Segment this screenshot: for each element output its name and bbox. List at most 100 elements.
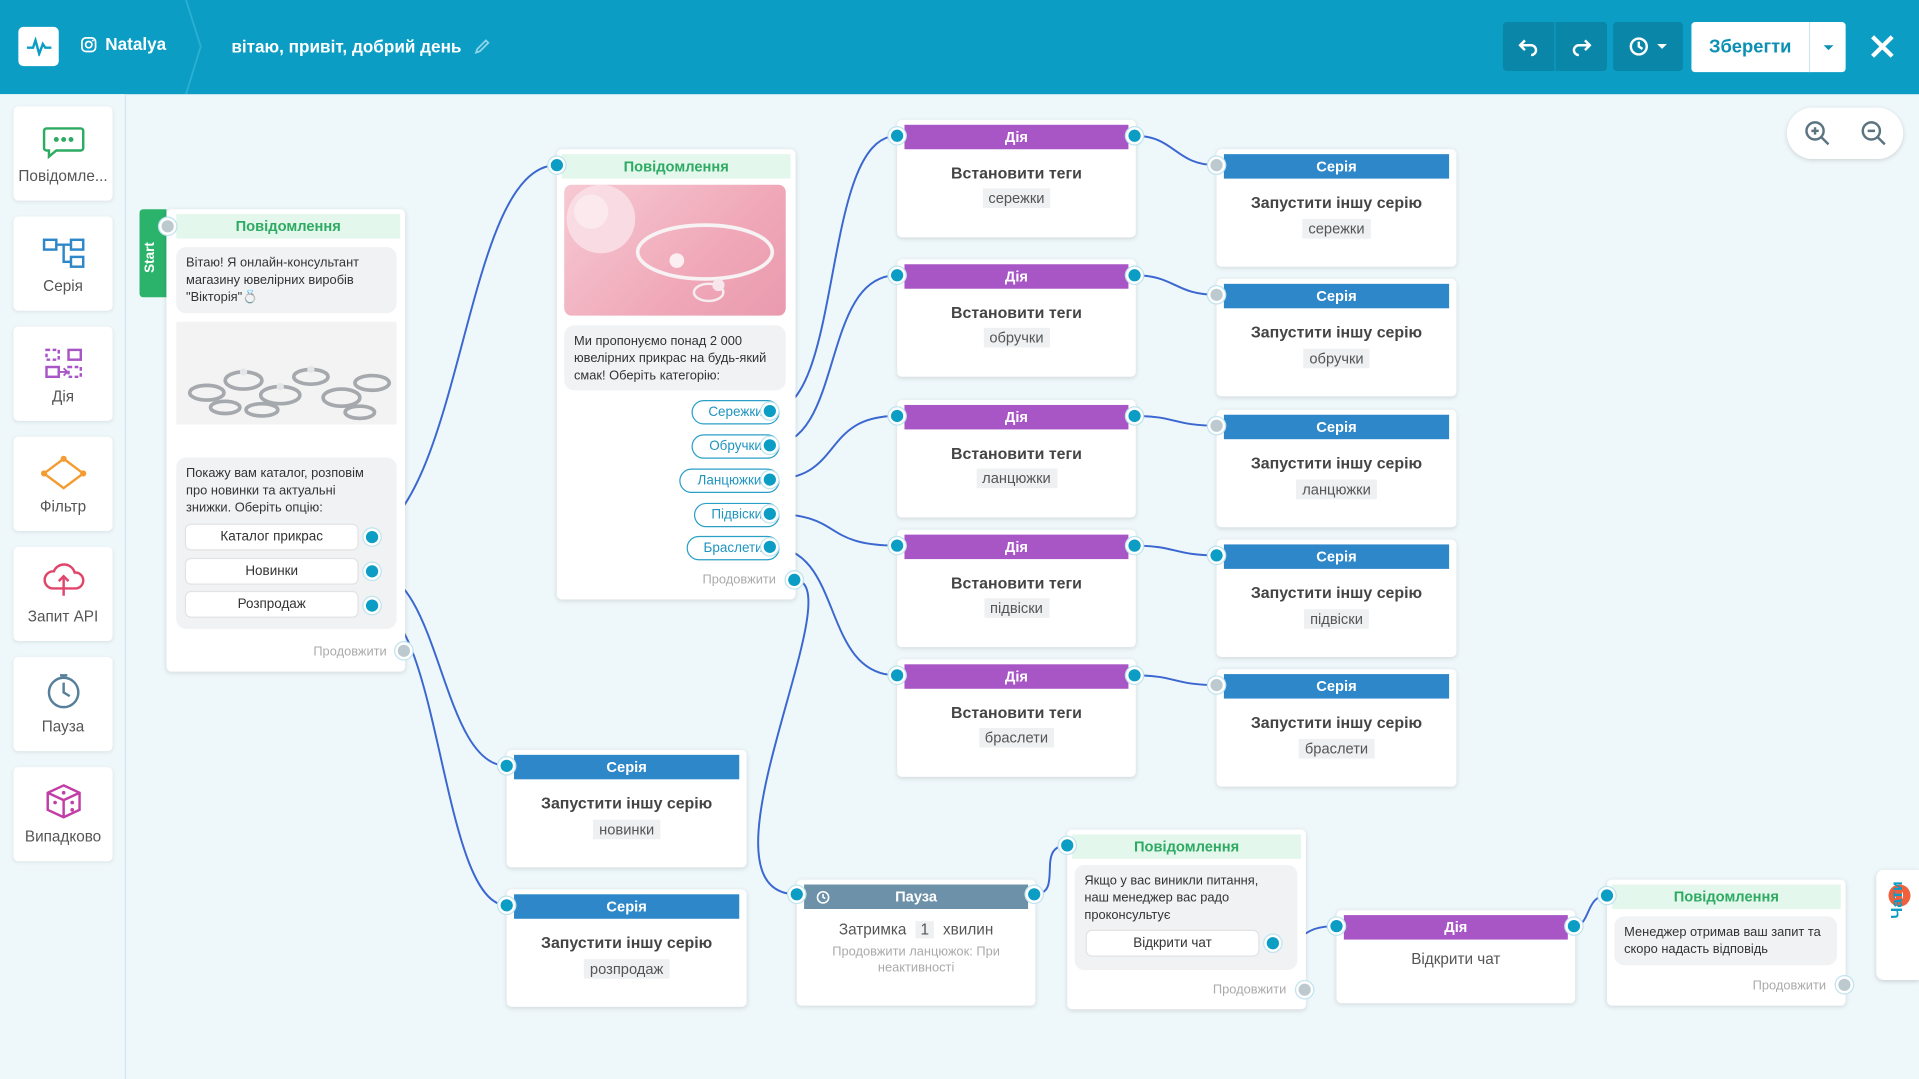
input-port[interactable] — [888, 407, 906, 425]
action-icon — [44, 348, 82, 379]
output-port[interactable] — [1835, 976, 1853, 994]
input-port[interactable] — [498, 757, 516, 775]
save-button[interactable]: Зберегти — [1691, 22, 1811, 73]
input-port[interactable] — [888, 666, 906, 684]
output-port[interactable] — [1125, 407, 1144, 425]
save-button-group: Зберегти — [1691, 22, 1846, 73]
chats-tab[interactable]: 1 Чати — [1876, 869, 1919, 980]
output-port[interactable] — [785, 571, 803, 589]
node-title: Запустити іншу серію — [1250, 322, 1423, 342]
connection-line — [371, 164, 557, 538]
output-port[interactable] — [1125, 266, 1144, 284]
series-node-pendants[interactable]: Серія Запустити іншу серію підвіски — [1216, 539, 1457, 657]
palette-item-action[interactable]: Дія — [13, 326, 113, 421]
output-port[interactable] — [1264, 934, 1282, 952]
action-node-rings[interactable]: Дія Встановити теги обручки — [897, 259, 1136, 377]
node-header: Дія — [904, 404, 1129, 430]
output-port[interactable] — [761, 402, 779, 420]
message-node-welcome[interactable]: Повідомлення Вітаю! Я онлайн-консультант… — [166, 209, 406, 672]
input-port[interactable] — [1207, 546, 1226, 564]
message-node-questions[interactable]: Повідомлення Якщо у вас виникли питання,… — [1067, 829, 1306, 1010]
open-chat-button[interactable]: Відкрити чат — [1086, 931, 1259, 956]
input-port[interactable] — [1207, 286, 1226, 304]
account-switcher[interactable]: Natalya — [81, 34, 166, 54]
input-port[interactable] — [1058, 836, 1076, 854]
node-header: Дія — [1343, 915, 1568, 940]
palette-item-api-request[interactable]: Запит API — [13, 546, 113, 642]
output-port[interactable] — [363, 597, 381, 615]
output-port[interactable] — [761, 538, 779, 556]
input-port[interactable] — [1327, 917, 1346, 935]
input-port[interactable] — [1207, 417, 1226, 435]
zoom-out-icon[interactable] — [1859, 119, 1888, 148]
output-port[interactable] — [761, 471, 779, 489]
output-port[interactable] — [1025, 885, 1043, 903]
output-port[interactable] — [395, 642, 413, 660]
zoom-in-icon[interactable] — [1803, 119, 1832, 148]
redo-button[interactable] — [1555, 22, 1607, 71]
node-header: Серія — [1223, 154, 1450, 179]
input-port[interactable] — [888, 127, 906, 145]
app-logo-icon[interactable] — [18, 26, 59, 67]
clock-icon — [47, 674, 79, 709]
flow-name[interactable]: вітаю, привіт, добрий день — [231, 37, 491, 56]
tag-chip: ланцюжки — [1296, 479, 1377, 500]
pencil-icon[interactable] — [474, 38, 491, 55]
action-node-earrings[interactable]: Дія Встановити теги сережки — [897, 119, 1136, 238]
series-node-chains[interactable]: Серія Запустити іншу серію ланцюжки — [1216, 409, 1457, 528]
output-port[interactable] — [363, 528, 381, 546]
message-node-manager[interactable]: Повідомлення Менеджер отримав ваш запит … — [1606, 879, 1846, 1006]
message-bubble: Ми пропонуємо понад 2 000 ювелірних прик… — [564, 325, 786, 391]
series-node-new[interactable]: Серія Запустити іншу серію новинки — [506, 749, 747, 868]
message-node-categories[interactable]: Повідомлення Ми пропонуємо понад 2 000 ю… — [556, 149, 796, 600]
input-port[interactable] — [548, 156, 566, 174]
undo-button[interactable] — [1502, 22, 1555, 71]
palette-item-random[interactable]: Випадково — [13, 767, 113, 862]
pause-node[interactable]: Пауза Затримка 1 хвилин Продовжити ланцю… — [796, 879, 1036, 1006]
series-node-sale[interactable]: Серія Запустити іншу серію розпродаж — [506, 889, 747, 1007]
series-node-earrings[interactable]: Серія Запустити іншу серію сережки — [1216, 149, 1457, 267]
palette-item-pause[interactable]: Пауза — [13, 656, 113, 752]
action-node-chains[interactable]: Дія Встановити теги ланцюжки — [897, 400, 1136, 518]
tag-chip: новинки — [592, 819, 661, 840]
palette-item-message[interactable]: Повідомле... — [13, 106, 113, 201]
option-button-new[interactable]: Новинки — [186, 559, 358, 584]
output-port[interactable] — [1125, 127, 1144, 145]
instagram-icon — [81, 36, 97, 52]
input-port[interactable] — [498, 896, 516, 914]
option-button-catalog[interactable]: Каталог прикрас — [186, 524, 358, 550]
action-node-bracelets[interactable]: Дія Встановити теги браслети — [897, 659, 1136, 777]
action-node-pendants[interactable]: Дія Встановити теги підвіски — [897, 529, 1136, 648]
continue-label: Продовжити — [313, 644, 387, 660]
connection-line — [1134, 274, 1217, 296]
input-port[interactable] — [1598, 886, 1616, 905]
output-port[interactable] — [1125, 666, 1144, 684]
series-node-bracelets[interactable]: Серія Запустити іншу серію браслети — [1216, 669, 1457, 787]
history-button[interactable] — [1613, 22, 1683, 71]
undo-icon — [1518, 39, 1538, 57]
input-port[interactable] — [788, 885, 806, 903]
node-title: Встановити теги — [950, 703, 1082, 722]
output-port[interactable] — [363, 562, 381, 580]
option-button-sale[interactable]: Розпродаж — [186, 592, 358, 617]
action-node-open-chat[interactable]: Дія Відкрити чат — [1336, 910, 1576, 1004]
input-port[interactable] — [888, 266, 906, 284]
palette-item-series[interactable]: Серія — [13, 216, 113, 311]
connection-line — [1134, 134, 1217, 167]
palette-item-filter[interactable]: Фільтр — [13, 436, 113, 531]
series-node-rings[interactable]: Серія Запустити іншу серію обручки — [1216, 278, 1457, 397]
output-port[interactable] — [1296, 981, 1314, 999]
connection-line — [1134, 414, 1217, 427]
output-port[interactable] — [761, 505, 779, 523]
close-icon[interactable] — [1865, 29, 1899, 63]
input-port[interactable] — [1207, 676, 1226, 694]
input-port[interactable] — [888, 537, 906, 555]
input-port[interactable] — [159, 217, 177, 235]
input-port[interactable] — [1207, 156, 1226, 174]
node-header: Серія — [514, 894, 740, 919]
node-title: Запустити іншу серію — [1250, 193, 1423, 212]
output-port[interactable] — [1565, 917, 1583, 935]
output-port[interactable] — [1125, 537, 1144, 555]
output-port[interactable] — [761, 436, 779, 454]
save-options-dropdown[interactable] — [1810, 41, 1845, 53]
